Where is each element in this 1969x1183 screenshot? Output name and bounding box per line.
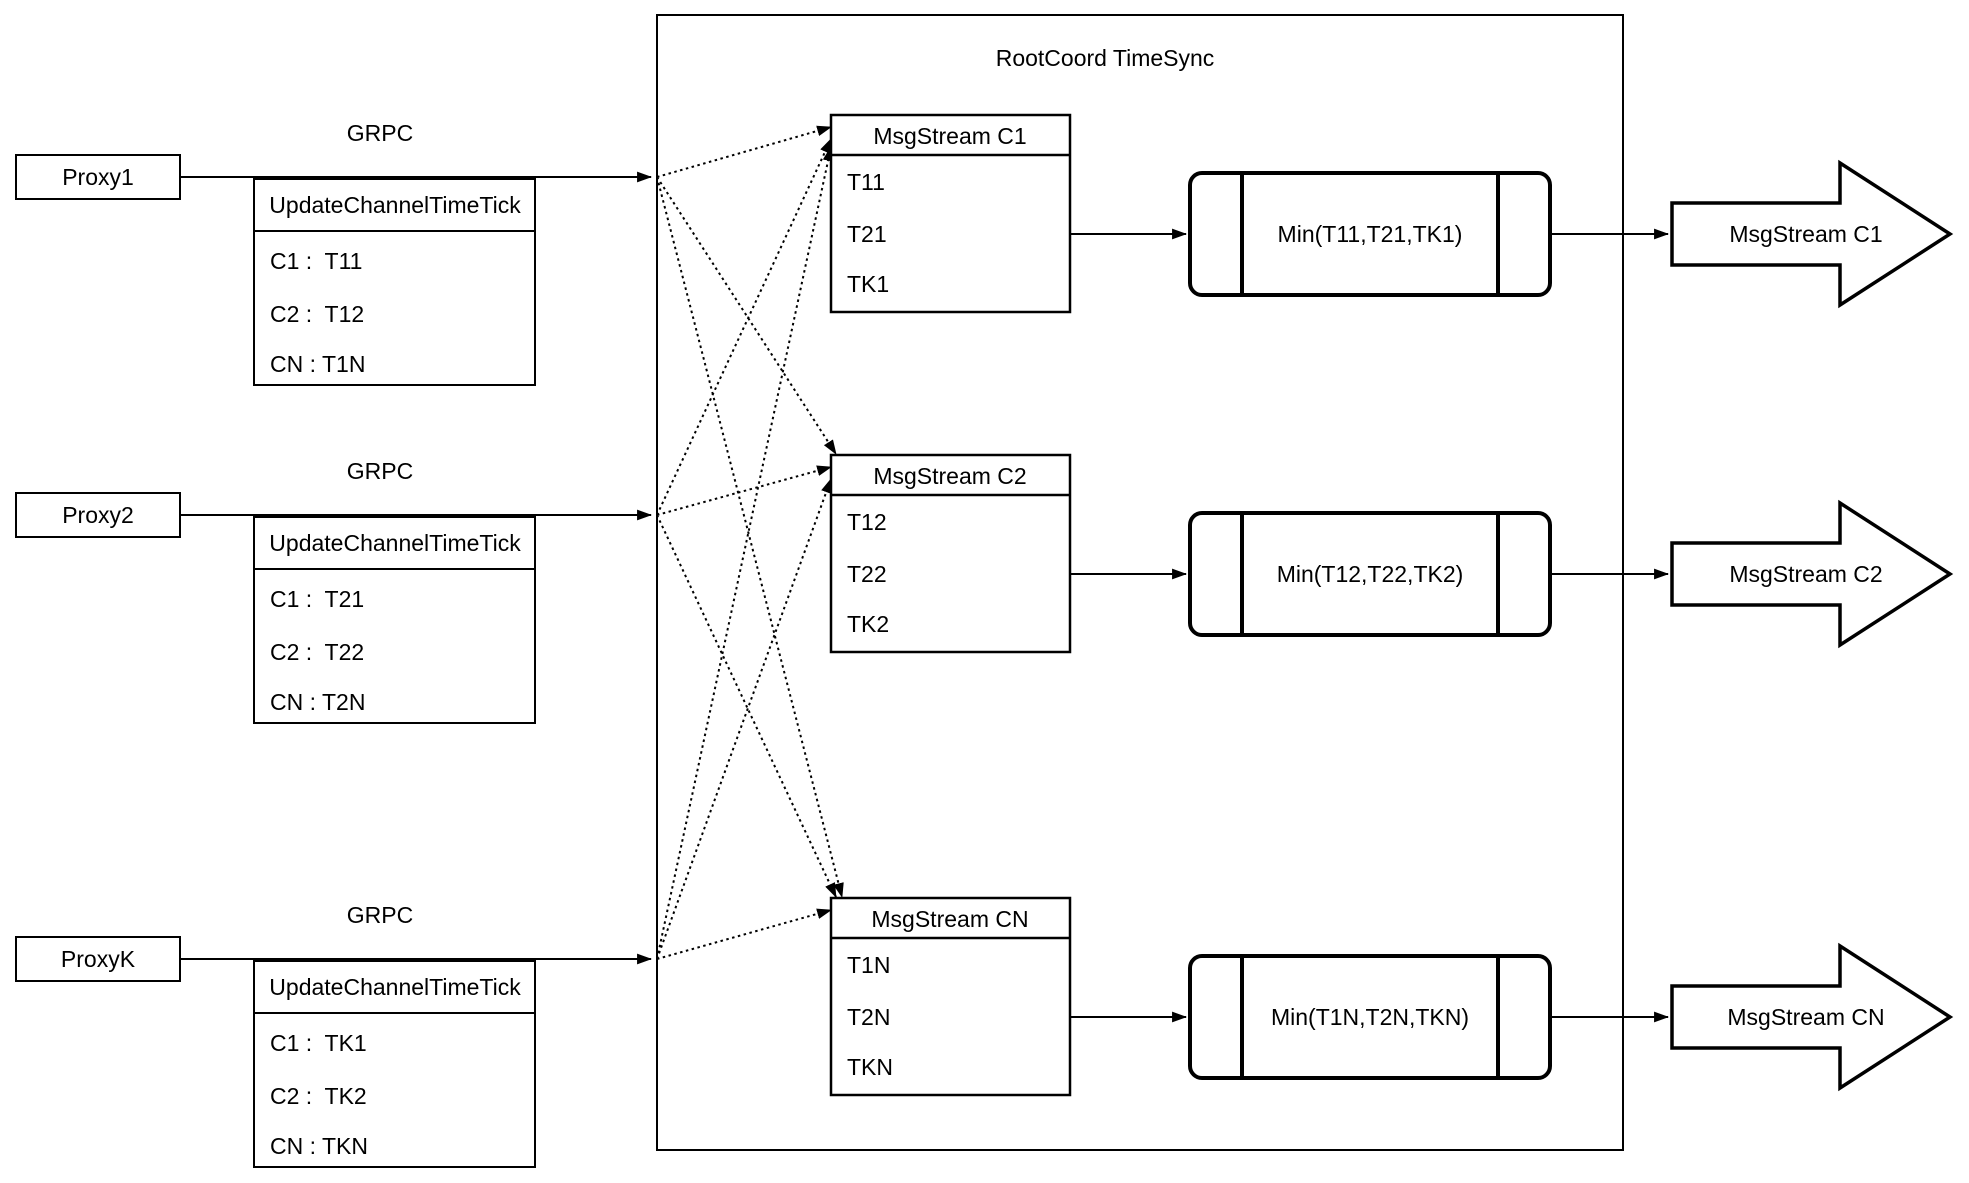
msgstream-c1-tick: TK1 [847, 271, 889, 297]
update-table-2-row: CN : T2N [270, 689, 365, 715]
min-c1-label: Min(T11,T21,TK1) [1278, 221, 1463, 247]
update-table-3-row: C1 : TK1 [270, 1030, 367, 1056]
rootcoord-title: RootCoord TimeSync [996, 45, 1215, 71]
dotted-link-proxy2-cn [656, 514, 837, 898]
update-table-2-outline [253, 516, 536, 724]
dotted-link-proxy1-c1 [656, 125, 833, 178]
msgstream-cn-header: MsgStream CN [871, 906, 1028, 932]
grpc-label-3: GRPC [347, 902, 413, 928]
update-table-3-header: UpdateChannelTimeTick [269, 974, 521, 1000]
grpc-label-1: GRPC [347, 120, 413, 146]
msgstream-c1-header: MsgStream C1 [873, 123, 1026, 149]
proxy2-label: Proxy2 [62, 502, 134, 528]
update-table-1-row: C2 : T12 [270, 301, 364, 327]
update-table-3-row: CN : TKN [270, 1133, 368, 1159]
dotted-link-proxy1-cn [656, 176, 844, 899]
update-table-2-header: UpdateChannelTimeTick [269, 530, 521, 556]
output-arrow-c1-label: MsgStream C1 [1729, 221, 1882, 247]
dotted-link-proxy1-c2 [656, 176, 837, 455]
proxyk-box [15, 936, 181, 982]
min-c2-label: Min(T12,T22,TK2) [1277, 561, 1464, 587]
msgstream-c1-tick: T21 [847, 221, 887, 247]
dotted-link-proxy2-c2 [656, 465, 833, 516]
msgstream-c2-tick: T12 [847, 509, 887, 535]
msgstream-c2-tick: TK2 [847, 611, 889, 637]
output-arrow-cn-label: MsgStream CN [1727, 1004, 1884, 1030]
msgstream-cn-tick: TKN [847, 1054, 893, 1080]
proxyk-label: ProxyK [61, 946, 136, 972]
output-arrow-cn-shape [1670, 942, 1954, 1092]
msgstream-c2-tick: T22 [847, 561, 887, 587]
msgstream-cn-table-outline [829, 896, 1072, 1097]
dotted-link-proxyk-cn [656, 908, 833, 960]
proxy1-label: Proxy1 [62, 164, 134, 190]
update-table-2-row: C1 : T21 [270, 586, 364, 612]
output-arrow-c1-shape [1670, 159, 1954, 309]
msgstream-c2-table-outline [829, 453, 1072, 654]
msgstream-cn-tick: T2N [847, 1004, 890, 1030]
grpc-label-2: GRPC [347, 458, 413, 484]
msgstream-c1-table-outline [829, 113, 1072, 314]
dotted-link-proxyk-c1 [656, 145, 834, 960]
update-table-1-row: C1 : T11 [270, 248, 362, 274]
output-arrow-c2-shape [1670, 499, 1954, 649]
proxy2-box [15, 492, 181, 538]
update-table-1-row: CN : T1N [270, 351, 365, 377]
update-table-2-row: C2 : T22 [270, 639, 364, 665]
update-table-1-header: UpdateChannelTimeTick [269, 192, 521, 218]
msgstream-cn-tick: T1N [847, 952, 890, 978]
proxy1-box [15, 154, 181, 200]
dotted-link-proxyk-c2 [656, 477, 832, 960]
update-table-3-row: C2 : TK2 [270, 1083, 367, 1109]
min-cn-label: Min(T1N,T2N,TKN) [1271, 1004, 1469, 1030]
msgstream-c1-tick: T11 [847, 169, 885, 195]
update-table-1-outline [253, 178, 536, 386]
update-table-3-outline [253, 960, 536, 1168]
msgstream-c2-header: MsgStream C2 [873, 463, 1026, 489]
output-arrow-c2-label: MsgStream C2 [1729, 561, 1882, 587]
